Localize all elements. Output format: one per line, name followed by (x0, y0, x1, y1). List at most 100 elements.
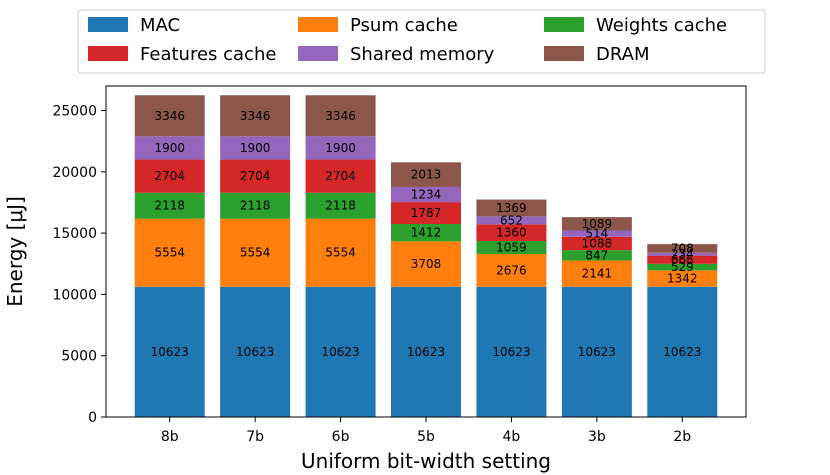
data-label: 666 (671, 253, 694, 267)
y-tick-label: 25000 (52, 104, 97, 120)
data-label: 10623 (236, 345, 274, 359)
y-tick-label: 10000 (52, 287, 97, 303)
bar-segment (134, 192, 205, 219)
data-label: 2704 (240, 169, 271, 183)
legend-entry: Weights cache (596, 15, 727, 36)
bar-segment (391, 186, 461, 203)
legend-swatch (298, 17, 338, 32)
data-label: 10623 (663, 345, 701, 359)
bar-segment (220, 286, 291, 417)
x-axis-title: Uniform bit-width setting (301, 449, 551, 473)
bar-segment (647, 263, 718, 271)
bar-segment (305, 192, 376, 219)
data-label: 5554 (154, 246, 185, 260)
data-label: 1900 (240, 141, 271, 155)
legend-swatch (88, 46, 128, 61)
data-label: 1787 (411, 206, 442, 220)
legend-entry: Shared memory (350, 44, 495, 65)
bar-segment (561, 260, 632, 287)
data-label: 234 (671, 247, 694, 261)
bar-segment (134, 218, 205, 287)
x-tick-label: 5b (417, 429, 435, 445)
bar-segment (647, 244, 718, 253)
bar-segment (305, 95, 376, 137)
data-label: 514 (585, 227, 608, 241)
bar-segment (220, 192, 291, 219)
data-label: 1089 (582, 217, 613, 231)
data-label: 2704 (325, 169, 356, 183)
legend-swatch (544, 46, 584, 61)
legend-swatch (298, 46, 338, 61)
bar-segment (391, 224, 461, 242)
data-label: 1369 (496, 201, 527, 215)
data-label: 5554 (240, 246, 271, 260)
data-label: 10623 (492, 345, 530, 359)
bar-segment (220, 95, 291, 137)
legend-entry: Features cache (140, 44, 276, 65)
y-tick-label: 20000 (52, 165, 97, 181)
y-tick-label: 5000 (61, 349, 97, 365)
data-label: 1900 (325, 141, 356, 155)
bar-segment (220, 159, 291, 193)
data-label: 10623 (578, 345, 616, 359)
data-label: 2118 (240, 199, 271, 213)
x-tick-label: 2b (673, 429, 691, 445)
bar-segment (391, 162, 461, 187)
bar-segment (561, 250, 632, 261)
data-label: 1059 (496, 240, 527, 254)
data-label: 3708 (411, 257, 442, 271)
bar-segment (561, 286, 632, 417)
data-label: 1342 (667, 272, 698, 286)
legend-swatch (544, 17, 584, 32)
data-label: 1900 (154, 141, 185, 155)
x-tick-label: 6b (332, 429, 350, 445)
legend-entry: Psum cache (350, 15, 458, 36)
bar-segment (647, 255, 718, 264)
bar-segment (647, 252, 718, 256)
bar-segment (561, 230, 632, 237)
bar-segment (391, 241, 461, 287)
y-tick-label: 0 (88, 410, 97, 426)
legend-entry: MAC (140, 15, 180, 36)
data-label: 1412 (411, 226, 442, 240)
data-label: 2141 (582, 267, 613, 281)
bar-segment (134, 286, 205, 417)
data-label: 1234 (411, 188, 442, 202)
data-label: 3346 (154, 109, 185, 123)
bar-segment (476, 240, 547, 254)
bar-segment (305, 286, 376, 417)
bar-segment (647, 270, 718, 287)
bar-segment (476, 253, 547, 287)
data-label: 3346 (240, 109, 271, 123)
data-label: 708 (671, 241, 694, 255)
legend-frame (77, 9, 766, 74)
x-tick-label: 7b (246, 429, 264, 445)
segment-labels-layer: 10623 5554 2118 2704 1900 3346 10623 5554 2118 27… (151, 109, 702, 359)
bars-layer (134, 95, 718, 417)
data-label: 2676 (496, 263, 527, 277)
bar-segment (476, 216, 547, 225)
bar-segment (476, 286, 547, 417)
bar-segment (561, 236, 632, 251)
bar-segment (476, 199, 547, 217)
bar-segment (305, 159, 376, 193)
y-axis-title: Energy [μJ] (3, 196, 27, 307)
bar-segment (391, 202, 461, 225)
data-label: 10623 (407, 345, 445, 359)
data-label: 2118 (154, 199, 185, 213)
data-label: 847 (585, 248, 608, 262)
legend-swatch (88, 17, 128, 32)
data-label: 529 (671, 260, 694, 274)
x-tick-label: 8b (161, 429, 179, 445)
data-label: 1360 (496, 226, 527, 240)
bar-segment (305, 218, 376, 287)
bar-segment (134, 95, 205, 137)
x-tick-label: 4b (503, 429, 521, 445)
bar-segment (134, 136, 205, 160)
data-label: 652 (500, 213, 523, 227)
bar-segment (305, 136, 376, 160)
